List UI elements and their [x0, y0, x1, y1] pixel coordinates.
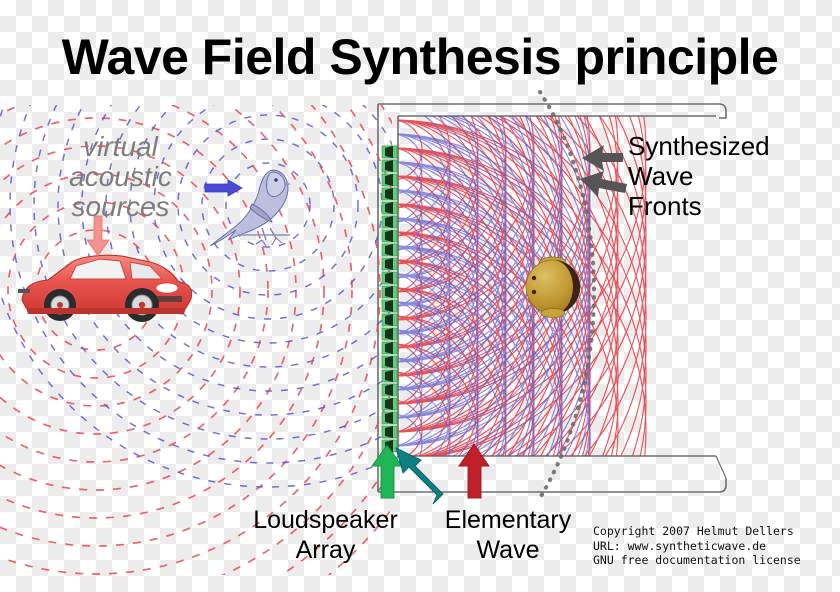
loudspeaker-icon	[381, 173, 398, 187]
loudspeaker-icon	[381, 145, 398, 159]
elementary-wave-label: Elementary Wave	[444, 506, 572, 564]
loudspeaker-icon	[381, 187, 398, 201]
loudspeaker-icon	[381, 313, 398, 327]
loudspeaker-icon	[381, 257, 398, 271]
loudspeaker-icon	[381, 425, 398, 439]
loudspeaker-icon	[381, 285, 398, 299]
blue-right-arrow-icon	[204, 179, 243, 197]
teal-diagonal-arrow-icon	[395, 447, 444, 505]
red-up-arrow-icon	[458, 443, 490, 499]
gray-left-arrow-icon	[582, 145, 623, 171]
loudspeaker-icon	[381, 369, 398, 383]
green-up-arrow-icon	[371, 444, 403, 499]
loudspeaker-icon	[381, 201, 398, 215]
virtual-source-wavefronts	[0, 105, 392, 575]
loudspeaker-icon	[381, 159, 398, 173]
red-sports-car-icon	[18, 254, 193, 322]
synthesized-wave-fronts-label: Synthesized Wave Fronts	[628, 131, 770, 221]
loudspeaker-icon	[381, 271, 398, 285]
loudspeaker-icon	[381, 355, 398, 369]
loudspeaker-icon	[381, 411, 398, 425]
loudspeaker-icon	[381, 397, 398, 411]
elementary-waves	[398, 116, 647, 456]
virtual-acoustic-sources-label: virtual acoustic sources	[69, 131, 172, 222]
loudspeaker-icon	[381, 299, 398, 313]
loudspeaker-array[interactable]	[381, 145, 398, 453]
pointer-arrows	[86, 145, 627, 505]
red-down-arrow-icon	[86, 215, 110, 257]
gray-left-arrow-icon	[580, 171, 627, 197]
page-title: Wave Field Synthesis principle	[61, 29, 779, 85]
copyright-notice: Copyright 2007 Helmut Dellers URL: www.s…	[593, 524, 801, 567]
loudspeaker-icon	[381, 341, 398, 355]
loudspeaker-icon	[381, 327, 398, 341]
loudspeaker-icon	[381, 229, 398, 243]
loudspeaker-icon	[381, 215, 398, 229]
blue-pigeon-icon	[209, 169, 291, 247]
loudspeaker-icon	[381, 243, 398, 257]
loudspeaker-icon	[381, 383, 398, 397]
listener-head-icon	[525, 256, 581, 318]
loudspeaker-array-label: Loudspeaker Array	[253, 506, 398, 564]
